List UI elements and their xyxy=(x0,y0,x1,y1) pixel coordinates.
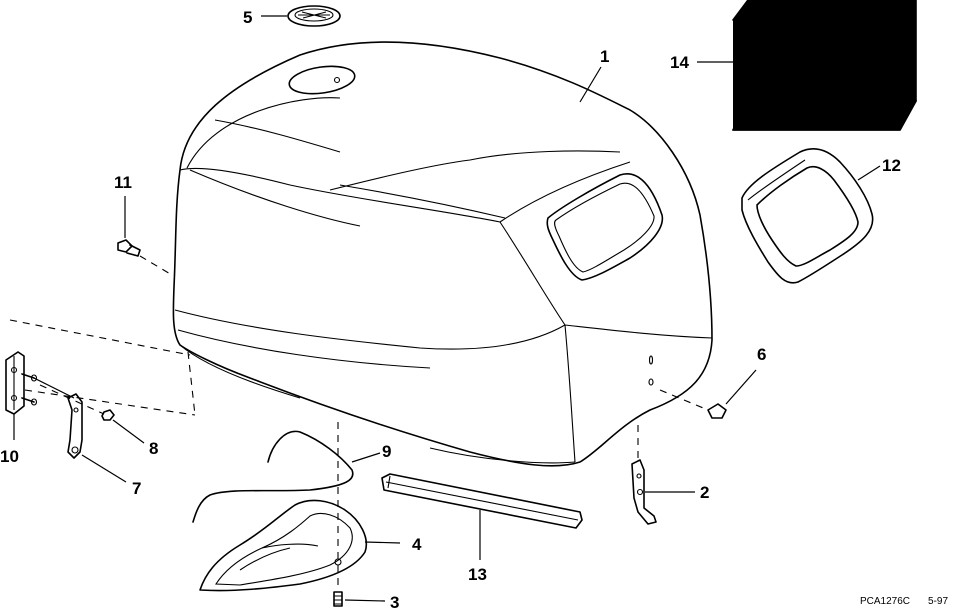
callout-14: 14 xyxy=(670,53,689,72)
cable-part-9 xyxy=(192,430,354,523)
top-cap-grommet xyxy=(287,5,341,27)
callout-13: 13 xyxy=(468,565,487,584)
decal-label-line1: DECAL xyxy=(803,40,858,57)
lower-pan-part-4 xyxy=(199,499,367,592)
screw-part-11 xyxy=(117,239,141,257)
callout-9: 9 xyxy=(382,442,391,461)
callout-5: 5 xyxy=(243,8,252,27)
decal-label-line2: SET xyxy=(815,61,846,78)
bolt-part-3 xyxy=(333,591,343,607)
callout-2: 2 xyxy=(700,483,709,502)
rubber-strip-part-13 xyxy=(381,473,583,529)
callout-3: 3 xyxy=(390,593,399,610)
latch-arm-part-7 xyxy=(67,393,83,459)
hinge-bracket-part-10 xyxy=(5,351,38,415)
callout-12: 12 xyxy=(882,156,901,175)
window-seal xyxy=(741,148,874,284)
callout-1: 1 xyxy=(600,47,609,66)
callout-4: 4 xyxy=(412,535,422,554)
callout-6: 6 xyxy=(757,345,766,364)
figure-code: PCA1276C xyxy=(860,596,910,607)
side-bracket-part-2 xyxy=(631,459,657,525)
decal-set-box: DECAL SET xyxy=(732,0,917,131)
nut-part-8 xyxy=(101,409,115,421)
figure-date: 5-97 xyxy=(928,596,948,607)
engine-cover xyxy=(172,41,713,467)
callout-11: 11 xyxy=(114,173,132,192)
callout-7: 7 xyxy=(132,479,141,498)
callout-10: 10 xyxy=(0,447,19,466)
pin-part-6 xyxy=(707,403,727,419)
callout-8: 8 xyxy=(149,439,158,458)
